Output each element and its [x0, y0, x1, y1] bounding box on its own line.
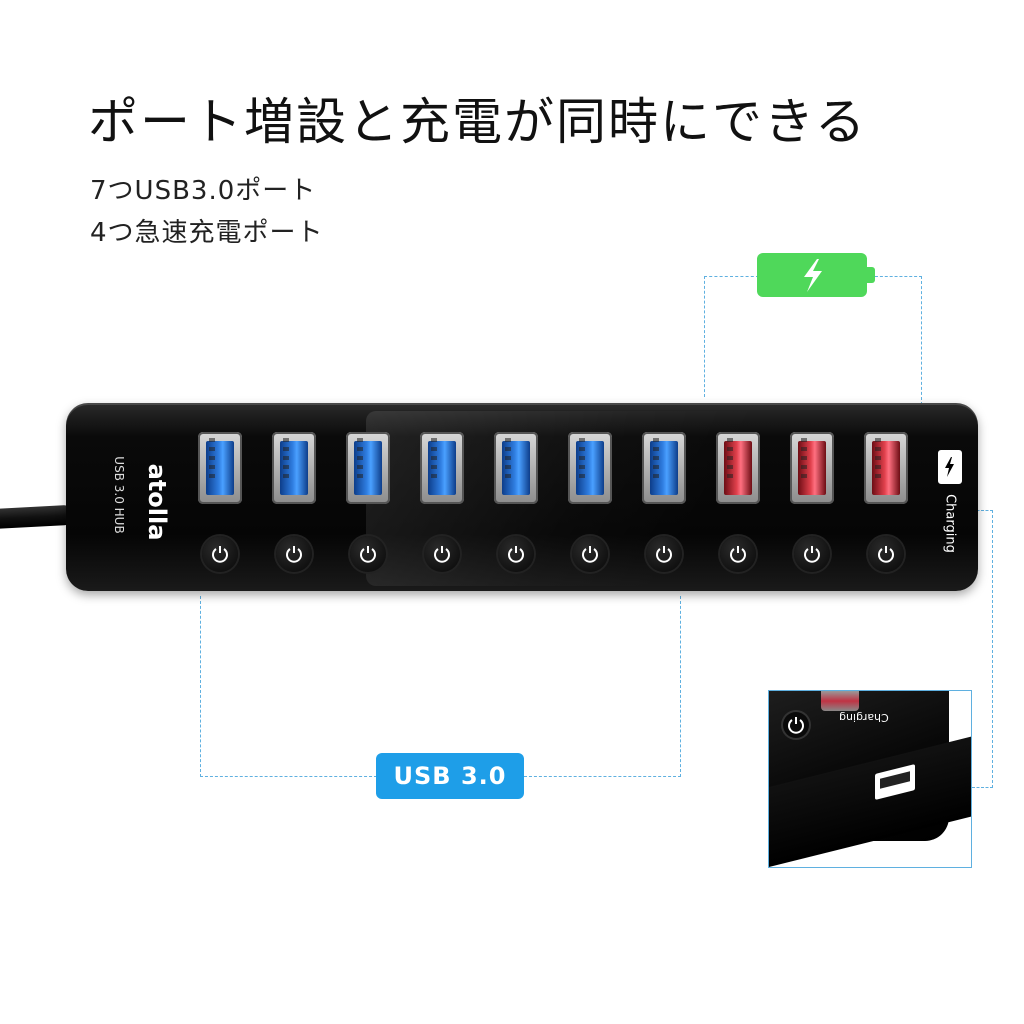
power-switch-2 [276, 536, 312, 572]
power-icon [212, 546, 228, 563]
power-icon [508, 546, 524, 563]
battery-tip [867, 267, 875, 283]
usb-port-7 [642, 432, 686, 504]
charging-plug-icon [938, 450, 962, 484]
usb-port-5 [494, 432, 538, 504]
usb-connector-right [524, 596, 681, 777]
lightning-bolt-icon [804, 259, 822, 292]
power-icon [788, 717, 804, 734]
usb-3-badge: USB 3.0 [376, 753, 524, 799]
headline: ポート増設と充電が同時にできる [88, 93, 867, 151]
power-switch-10 [868, 536, 904, 572]
usb-connector-left [200, 596, 377, 777]
hub-branding: atolla USB 3.0 HUB [112, 440, 188, 550]
power-switch-3 [350, 536, 386, 572]
feature-fast-charge: 4つ急速充電ポート [90, 218, 324, 248]
brand-logo: atolla [143, 463, 171, 541]
power-switch-5 [498, 536, 534, 572]
charging-label: Charging [942, 494, 958, 553]
usb-port-2 [272, 432, 316, 504]
power-switch-1 [202, 536, 238, 572]
power-icon [730, 546, 746, 563]
power-icon [878, 546, 894, 563]
inset-power-switch [783, 712, 809, 738]
power-icon [434, 546, 450, 563]
charging-badge [757, 253, 875, 297]
inset-charging-port [821, 691, 859, 711]
power-switch-8 [720, 536, 756, 572]
charge-connector-right [875, 276, 922, 405]
usb-port-6 [568, 432, 612, 504]
charging-port-1 [716, 432, 760, 504]
power-icon [360, 546, 376, 563]
model-label: USB 3.0 HUB [112, 456, 126, 534]
feature-usb30: 7つUSB3.0ポート [90, 176, 317, 206]
inset-charging-label: Charging [839, 711, 889, 724]
power-icon [582, 546, 598, 563]
charging-indicator: Charging [932, 442, 968, 562]
usb-port-3 [346, 432, 390, 504]
inset-connector [972, 510, 993, 788]
power-switch-4 [424, 536, 460, 572]
power-switch-7 [646, 536, 682, 572]
power-switch-6 [572, 536, 608, 572]
usb-port-4 [420, 432, 464, 504]
power-icon [286, 546, 302, 563]
closeup-inset: Charging [768, 690, 972, 868]
usb-port-1 [198, 432, 242, 504]
power-icon [804, 546, 820, 563]
power-switch-9 [794, 536, 830, 572]
power-icon [656, 546, 672, 563]
charge-connector-left [704, 276, 759, 397]
charging-port-2 [790, 432, 834, 504]
charging-port-3 [864, 432, 908, 504]
usb-cable [0, 504, 73, 530]
